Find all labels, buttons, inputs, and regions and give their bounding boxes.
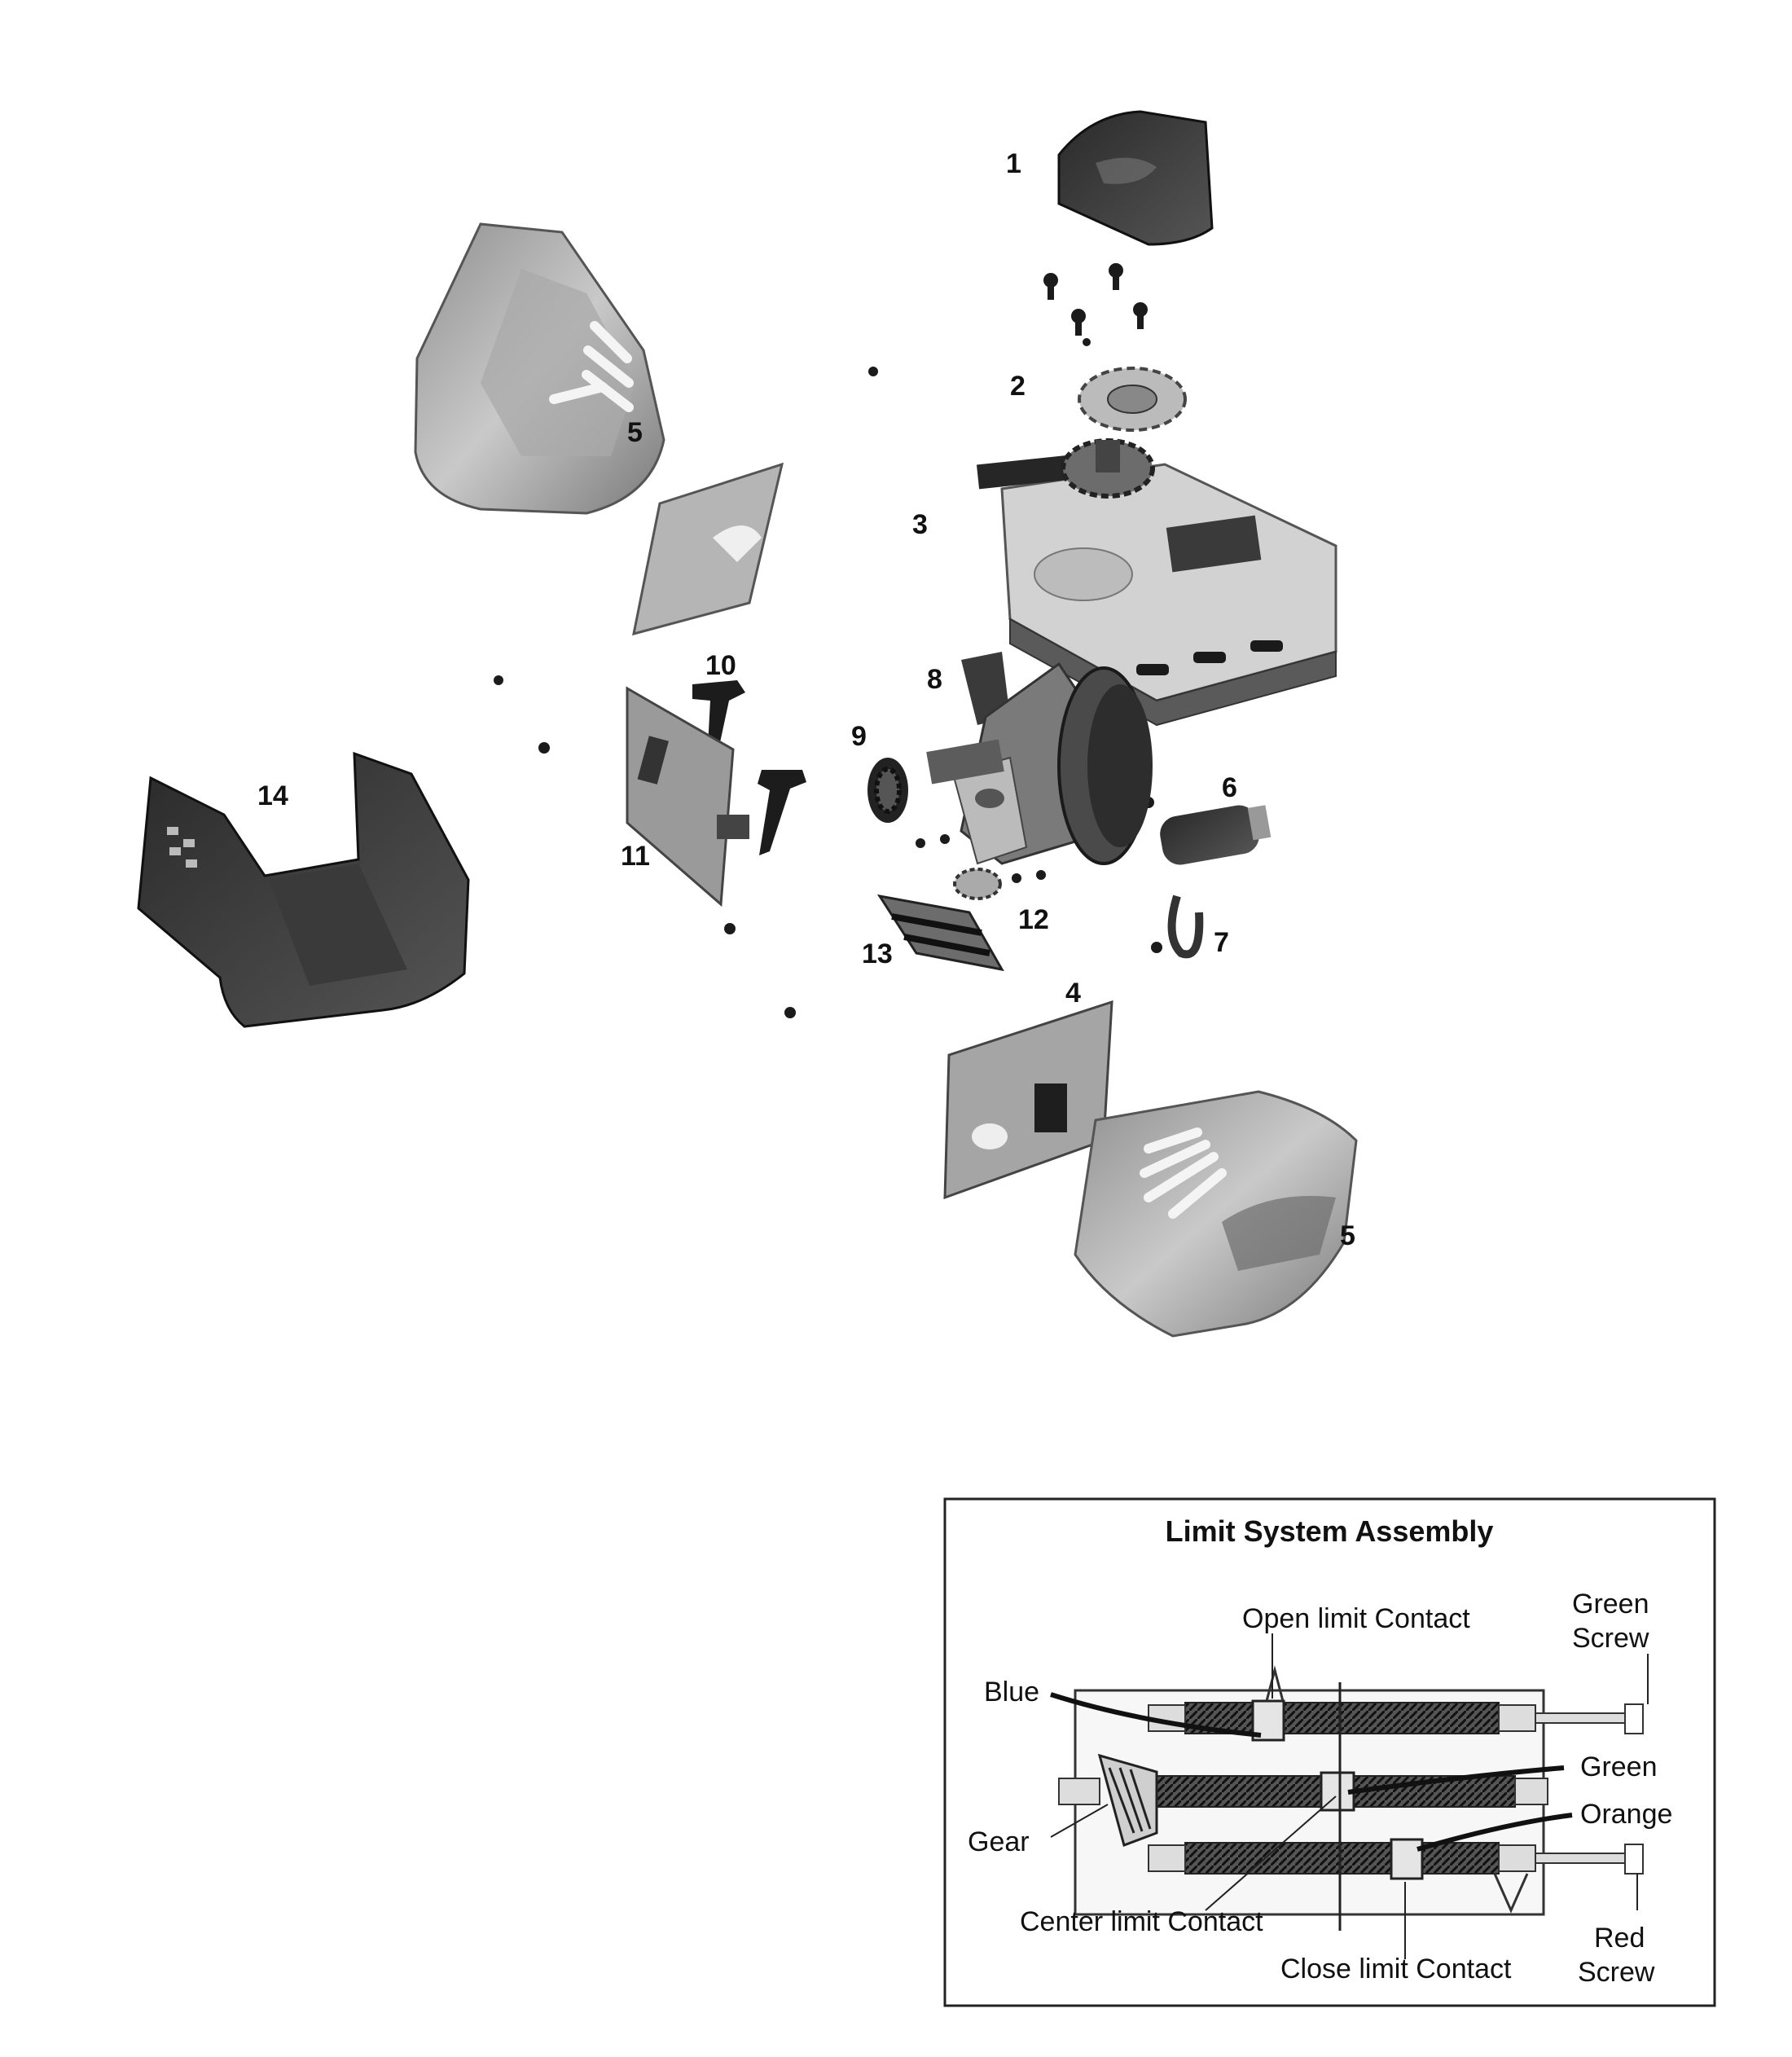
- label-red-screw-line1: Red: [1594, 1923, 1645, 1954]
- part-12-gear: [916, 834, 1046, 900]
- nuts: [494, 675, 1162, 1018]
- label-red-screw-line2: Screw: [1578, 1957, 1655, 1988]
- callout-9: 9: [851, 721, 867, 752]
- part-4-panel: [943, 1000, 1113, 1200]
- limit-system-title: Limit System Assembly: [1166, 1514, 1494, 1548]
- part-5-cover-lower: [1074, 1090, 1358, 1338]
- part-9-gear: [867, 758, 908, 823]
- part-10-bracket: [692, 680, 745, 762]
- callout-14: 14: [257, 780, 288, 811]
- callout-12: 12: [1018, 904, 1049, 935]
- callout-4: 4: [1065, 978, 1081, 1009]
- label-open-limit-contact: Open limit Contact: [1242, 1603, 1470, 1634]
- part-6-capacitor: [1160, 805, 1272, 865]
- part-2-gear: [1078, 367, 1187, 432]
- callout-11: 11: [621, 841, 650, 872]
- callout-6: 6: [1222, 772, 1237, 803]
- label-gear: Gear: [968, 1826, 1030, 1857]
- label-center-limit-contact: Center limit Contact: [1020, 1906, 1263, 1937]
- part-5-cover-upper: [414, 222, 665, 515]
- part-8-motor: [926, 652, 1153, 865]
- leader-lines: [1050, 1633, 1649, 1959]
- callout-3: 3: [912, 509, 928, 540]
- side-panel: [632, 462, 784, 636]
- label-green: Green: [1580, 1752, 1658, 1782]
- part-1-end-cap: [1057, 110, 1214, 246]
- callout-2: 2: [1010, 371, 1026, 402]
- callout-7: 7: [1214, 927, 1229, 958]
- label-green-screw-line2: Screw: [1572, 1623, 1649, 1654]
- label-blue: Blue: [984, 1677, 1039, 1708]
- callout-5-lower: 5: [1340, 1220, 1355, 1251]
- callouts: 1 2 3 4 5 5 6 7 8 9 10 11 12 13 14: [257, 148, 1355, 1251]
- part-14-dark-cover: [137, 751, 470, 1028]
- part-13-limit-assembly: [876, 894, 1004, 972]
- label-green-screw-line1: Green: [1572, 1589, 1649, 1620]
- part-7-harness: [1167, 894, 1204, 959]
- screws-top: [868, 263, 1148, 376]
- label-orange: Orange: [1580, 1799, 1672, 1830]
- callout-1: 1: [1006, 148, 1021, 179]
- callout-10: 10: [705, 650, 736, 681]
- part-3-chassis: [976, 438, 1337, 727]
- callout-5-upper: 5: [627, 417, 643, 448]
- limit-system-box: Limit System Assembly: [943, 1497, 1716, 2007]
- label-close-limit-contact: Close limit Contact: [1280, 1954, 1512, 1984]
- callout-8: 8: [927, 664, 942, 695]
- callout-13: 13: [862, 938, 893, 969]
- limit-assembly-drawing: [1050, 1665, 1644, 1931]
- part-11-board: [626, 686, 806, 908]
